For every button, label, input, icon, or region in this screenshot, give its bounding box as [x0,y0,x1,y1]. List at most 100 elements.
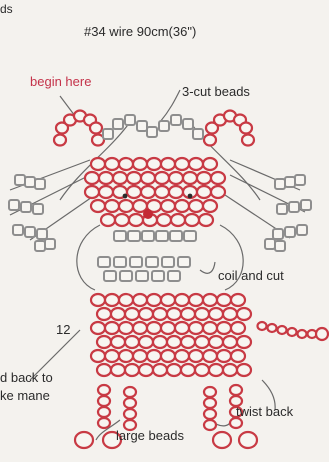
tail-bead [268,324,277,332]
body-bead [167,364,181,376]
head-bead [141,172,155,184]
chin-bead [168,271,180,281]
mane-bead [13,225,23,235]
head-bead [175,158,189,170]
tail-tip-bead [316,328,328,340]
body-bead [231,294,245,306]
leg-bead [204,409,216,419]
mane-bead [273,229,283,239]
head-bead [127,172,141,184]
body-bead [125,336,139,348]
mane-bead [45,239,55,249]
body-bead [217,294,231,306]
body-bead [105,322,119,334]
head-bead [189,200,203,212]
leg-bead [124,387,136,397]
body-bead [209,308,223,320]
mane-bead [35,179,45,189]
begin-here-label: begin here [30,74,91,89]
body-bead [153,336,167,348]
head-bead [113,172,127,184]
cut-bead [183,119,193,129]
body-bead [105,350,119,362]
cut-bead [113,119,123,129]
wire-line [77,225,100,290]
tail-bead [278,326,287,334]
head-bead [175,200,189,212]
chin-bead [114,257,126,267]
body-bead [91,294,105,306]
body-bead [91,322,105,334]
body-bead [209,336,223,348]
head-bead [169,186,183,198]
chin-bead [162,257,174,267]
mouth-bead [114,231,126,241]
large-beads-label: large beads [116,428,184,443]
left-eye [123,194,128,199]
body-bead [175,322,189,334]
mane-bead [285,177,295,187]
head-bead [91,200,105,212]
wire-line [200,262,215,273]
head-bead [161,158,175,170]
body-bead [223,364,237,376]
head-bead [119,200,133,212]
head-bead [85,186,99,198]
right-eye [188,194,193,199]
tail-bead [288,328,297,336]
head-bead [183,172,197,184]
head-bead [161,200,175,212]
head-bead [101,214,115,226]
body-bead [237,336,251,348]
head-bead [147,158,161,170]
leg-bead [204,387,216,397]
mane-bead [37,229,47,239]
chin-bead [178,257,190,267]
cut-bead [125,115,135,125]
head-bead [197,186,211,198]
body-bead [223,308,237,320]
head-bead [211,186,225,198]
body-bead [203,350,217,362]
head-bead [197,172,211,184]
body-bead [97,336,111,348]
leg-bead [230,385,242,395]
head-bead [155,172,169,184]
mane-bead [277,204,287,214]
mane-bead [25,227,35,237]
body-bead [147,350,161,362]
body-bead [175,350,189,362]
body-bead [125,308,139,320]
body-bead [237,364,251,376]
twist-back-label: twist back [236,404,293,419]
body-bead [161,350,175,362]
body-bead [125,364,139,376]
body-bead [111,336,125,348]
body-bead [189,322,203,334]
head-bead [203,158,217,170]
head-bead [211,172,225,184]
head-bead [189,158,203,170]
body-bead [203,322,217,334]
body-bead [223,336,237,348]
mane-bead [265,239,275,249]
chin-bead [104,271,116,281]
body-bead [209,364,223,376]
mane-bead [285,227,295,237]
body-bead [217,350,231,362]
leg-bead [230,418,242,428]
head-bead [155,186,169,198]
body-bead [97,364,111,376]
foot-bead [213,432,231,448]
body-bead [231,322,245,334]
body-bead [167,336,181,348]
body-bead [97,308,111,320]
head-bead [91,158,105,170]
head-bead [105,200,119,212]
cut-bead [159,121,169,131]
mane-bead [35,241,45,251]
leg-bead [124,409,136,419]
nose-bead [143,209,153,219]
head-bead [141,186,155,198]
mouth-bead [184,231,196,241]
